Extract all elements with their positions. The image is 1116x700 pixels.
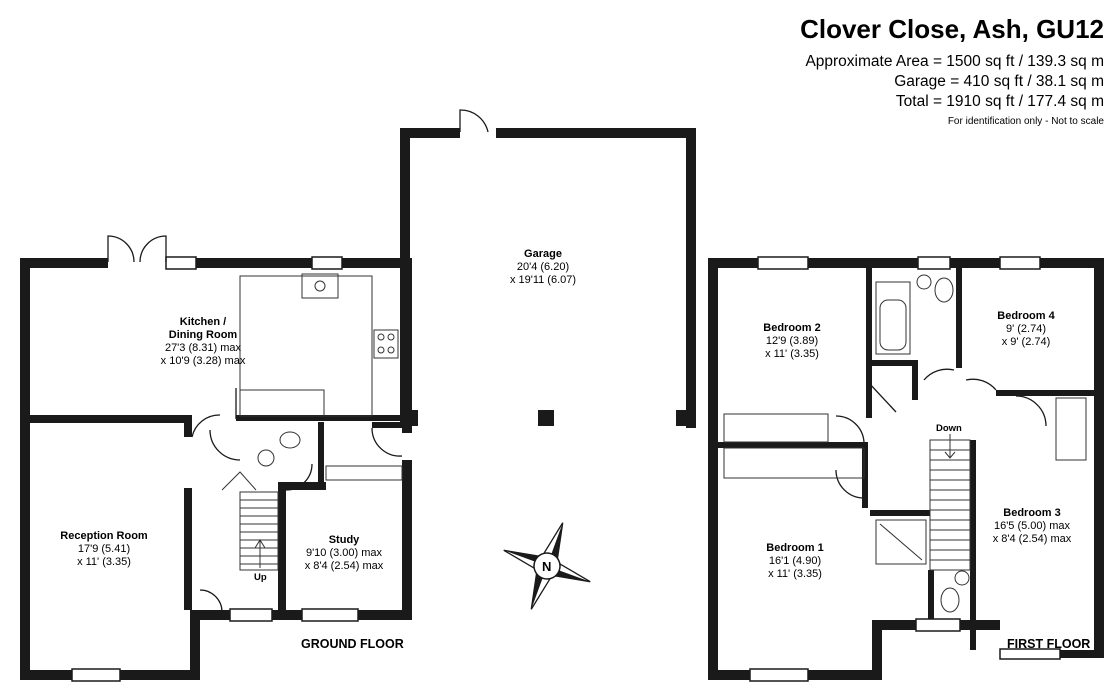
stairs-down-label: Down — [936, 423, 962, 434]
approximate-area: Approximate Area = 1500 sq ft / 139.3 sq… — [805, 53, 1104, 70]
kitchen-label: Kitchen / Dining Room 27'3 (8.31) max x … — [160, 316, 246, 367]
reception-room-label: Reception Room 17'9 (5.41) x 11' (3.35) — [60, 530, 148, 568]
ground-floor-walls — [20, 128, 696, 680]
first-floor-walls — [708, 258, 1104, 680]
door-swings — [107, 109, 1047, 613]
compass-icon — [503, 522, 591, 610]
stairs-up-label: Up — [254, 572, 267, 583]
disclaimer: For identification only - Not to scale — [947, 116, 1104, 127]
bedroom-3-label: Bedroom 3 16'5 (5.00) max x 8'4 (2.54) m… — [992, 507, 1072, 545]
bedroom-2-label: Bedroom 2 12'9 (3.89) x 11' (3.35) — [763, 322, 821, 360]
garage-area: Garage = 410 sq ft / 38.1 sq m — [894, 73, 1104, 90]
total-area: Total = 1910 sq ft / 177.4 sq m — [895, 93, 1104, 110]
compass-north-label: N — [542, 559, 552, 574]
bedroom-1-label: Bedroom 1 16'1 (4.90) x 11' (3.35) — [766, 542, 824, 580]
ground-floor-label: GROUND FLOOR — [301, 637, 404, 651]
bedroom-4-label: Bedroom 4 9' (2.74) x 9' (2.74) — [997, 310, 1055, 348]
fixtures — [221, 273, 1087, 613]
property-title: Clover Close, Ash, GU12 — [800, 14, 1104, 44]
windows — [71, 256, 1061, 682]
study-label: Study 9'10 (3.00) max x 8'4 (2.54) max — [304, 534, 384, 572]
garage-label: Garage 20'4 (6.20) x 19'11 (6.07) — [509, 248, 577, 286]
first-floor-label: FIRST FLOOR — [1007, 637, 1091, 651]
